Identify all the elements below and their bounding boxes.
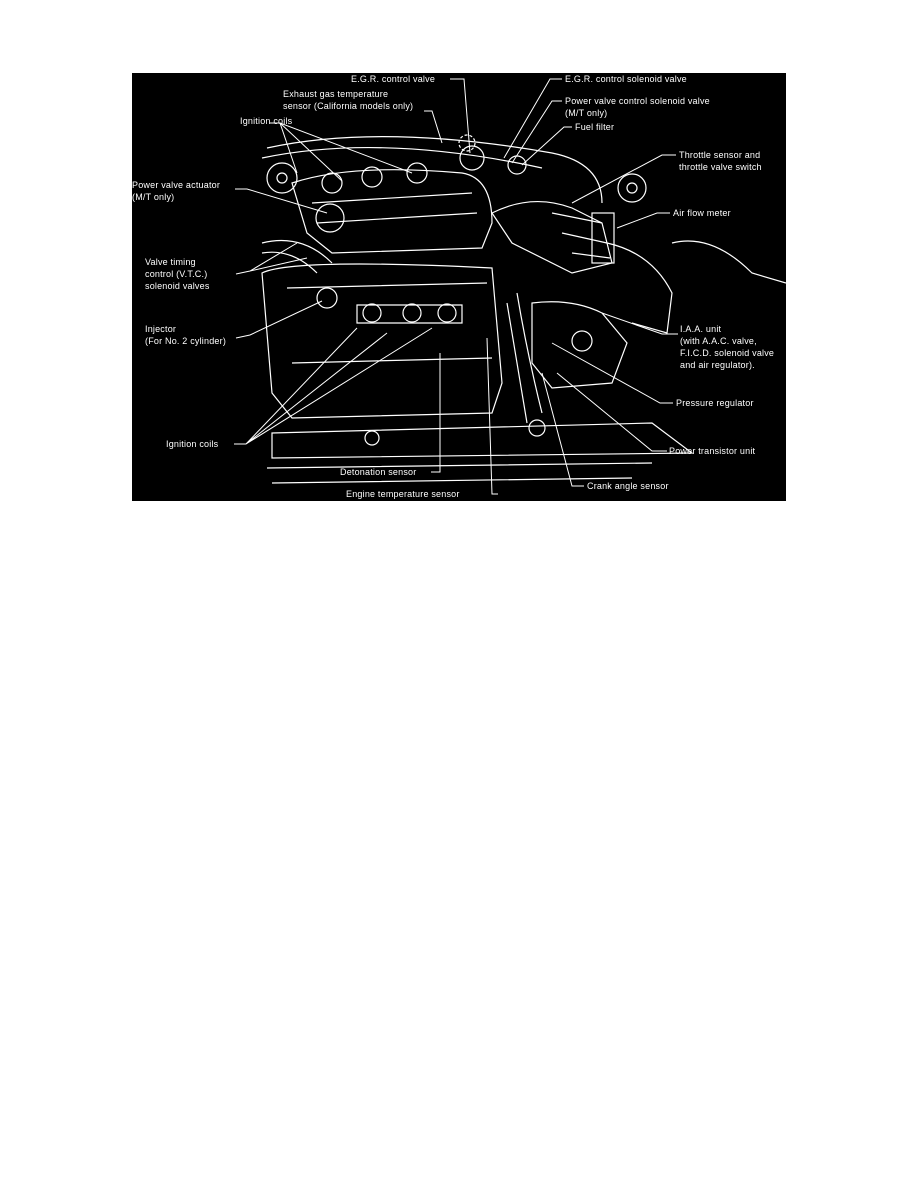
label-egr-control-solenoid-valve: E.G.R. control solenoid valve	[565, 74, 687, 84]
label-power-valve-control-solenoid-line1: Power valve control solenoid valve	[565, 96, 710, 106]
engine-component-diagram: E.G.R. control valve E.G.R. control sole…	[132, 73, 786, 501]
label-power-valve-control-solenoid-line2: (M/T only)	[565, 108, 608, 118]
engine-line-art	[234, 78, 786, 495]
label-exhaust-gas-temp-sensor-line2: sensor (California models only)	[283, 101, 414, 111]
engine-outline	[261, 134, 786, 484]
label-fuel-filter: Fuel filter	[575, 122, 615, 132]
label-iaa-line4: and air regulator).	[680, 360, 755, 370]
label-engine-temperature-sensor: Engine temperature sensor	[346, 489, 460, 499]
label-exhaust-gas-temp-sensor-line1: Exhaust gas temperature	[283, 89, 389, 99]
label-air-flow-meter: Air flow meter	[673, 208, 731, 218]
label-vtc-line2: control (V.T.C.)	[145, 269, 208, 279]
label-ignition-coils-top: Ignition coils	[240, 116, 293, 126]
label-ignition-coils-bottom: Ignition coils	[166, 439, 219, 449]
label-power-valve-actuator-line1: Power valve actuator	[132, 180, 221, 190]
label-injector-line2: (For No. 2 cylinder)	[145, 336, 227, 346]
label-pressure-regulator: Pressure regulator	[676, 398, 754, 408]
label-vtc-line3: solenoid valves	[145, 281, 210, 291]
label-vtc-line1: Valve timing	[145, 257, 196, 267]
label-egr-control-valve: E.G.R. control valve	[351, 74, 436, 84]
label-power-valve-actuator-line2: (M/T only)	[132, 192, 175, 202]
label-power-transistor-unit: Power transistor unit	[669, 446, 756, 456]
label-crank-angle-sensor: Crank angle sensor	[587, 481, 669, 491]
label-throttle-sensor-line2: throttle valve switch	[679, 162, 762, 172]
label-iaa-line2: (with A.A.C. valve,	[680, 336, 757, 346]
leader-lines	[234, 78, 678, 495]
label-detonation-sensor: Detonation sensor	[340, 467, 417, 477]
label-iaa-line3: F.I.C.D. solenoid valve	[680, 348, 775, 358]
label-injector-line1: Injector	[145, 324, 177, 334]
label-iaa-line1: I.A.A. unit	[680, 324, 722, 334]
label-throttle-sensor-line1: Throttle sensor and	[679, 150, 761, 160]
